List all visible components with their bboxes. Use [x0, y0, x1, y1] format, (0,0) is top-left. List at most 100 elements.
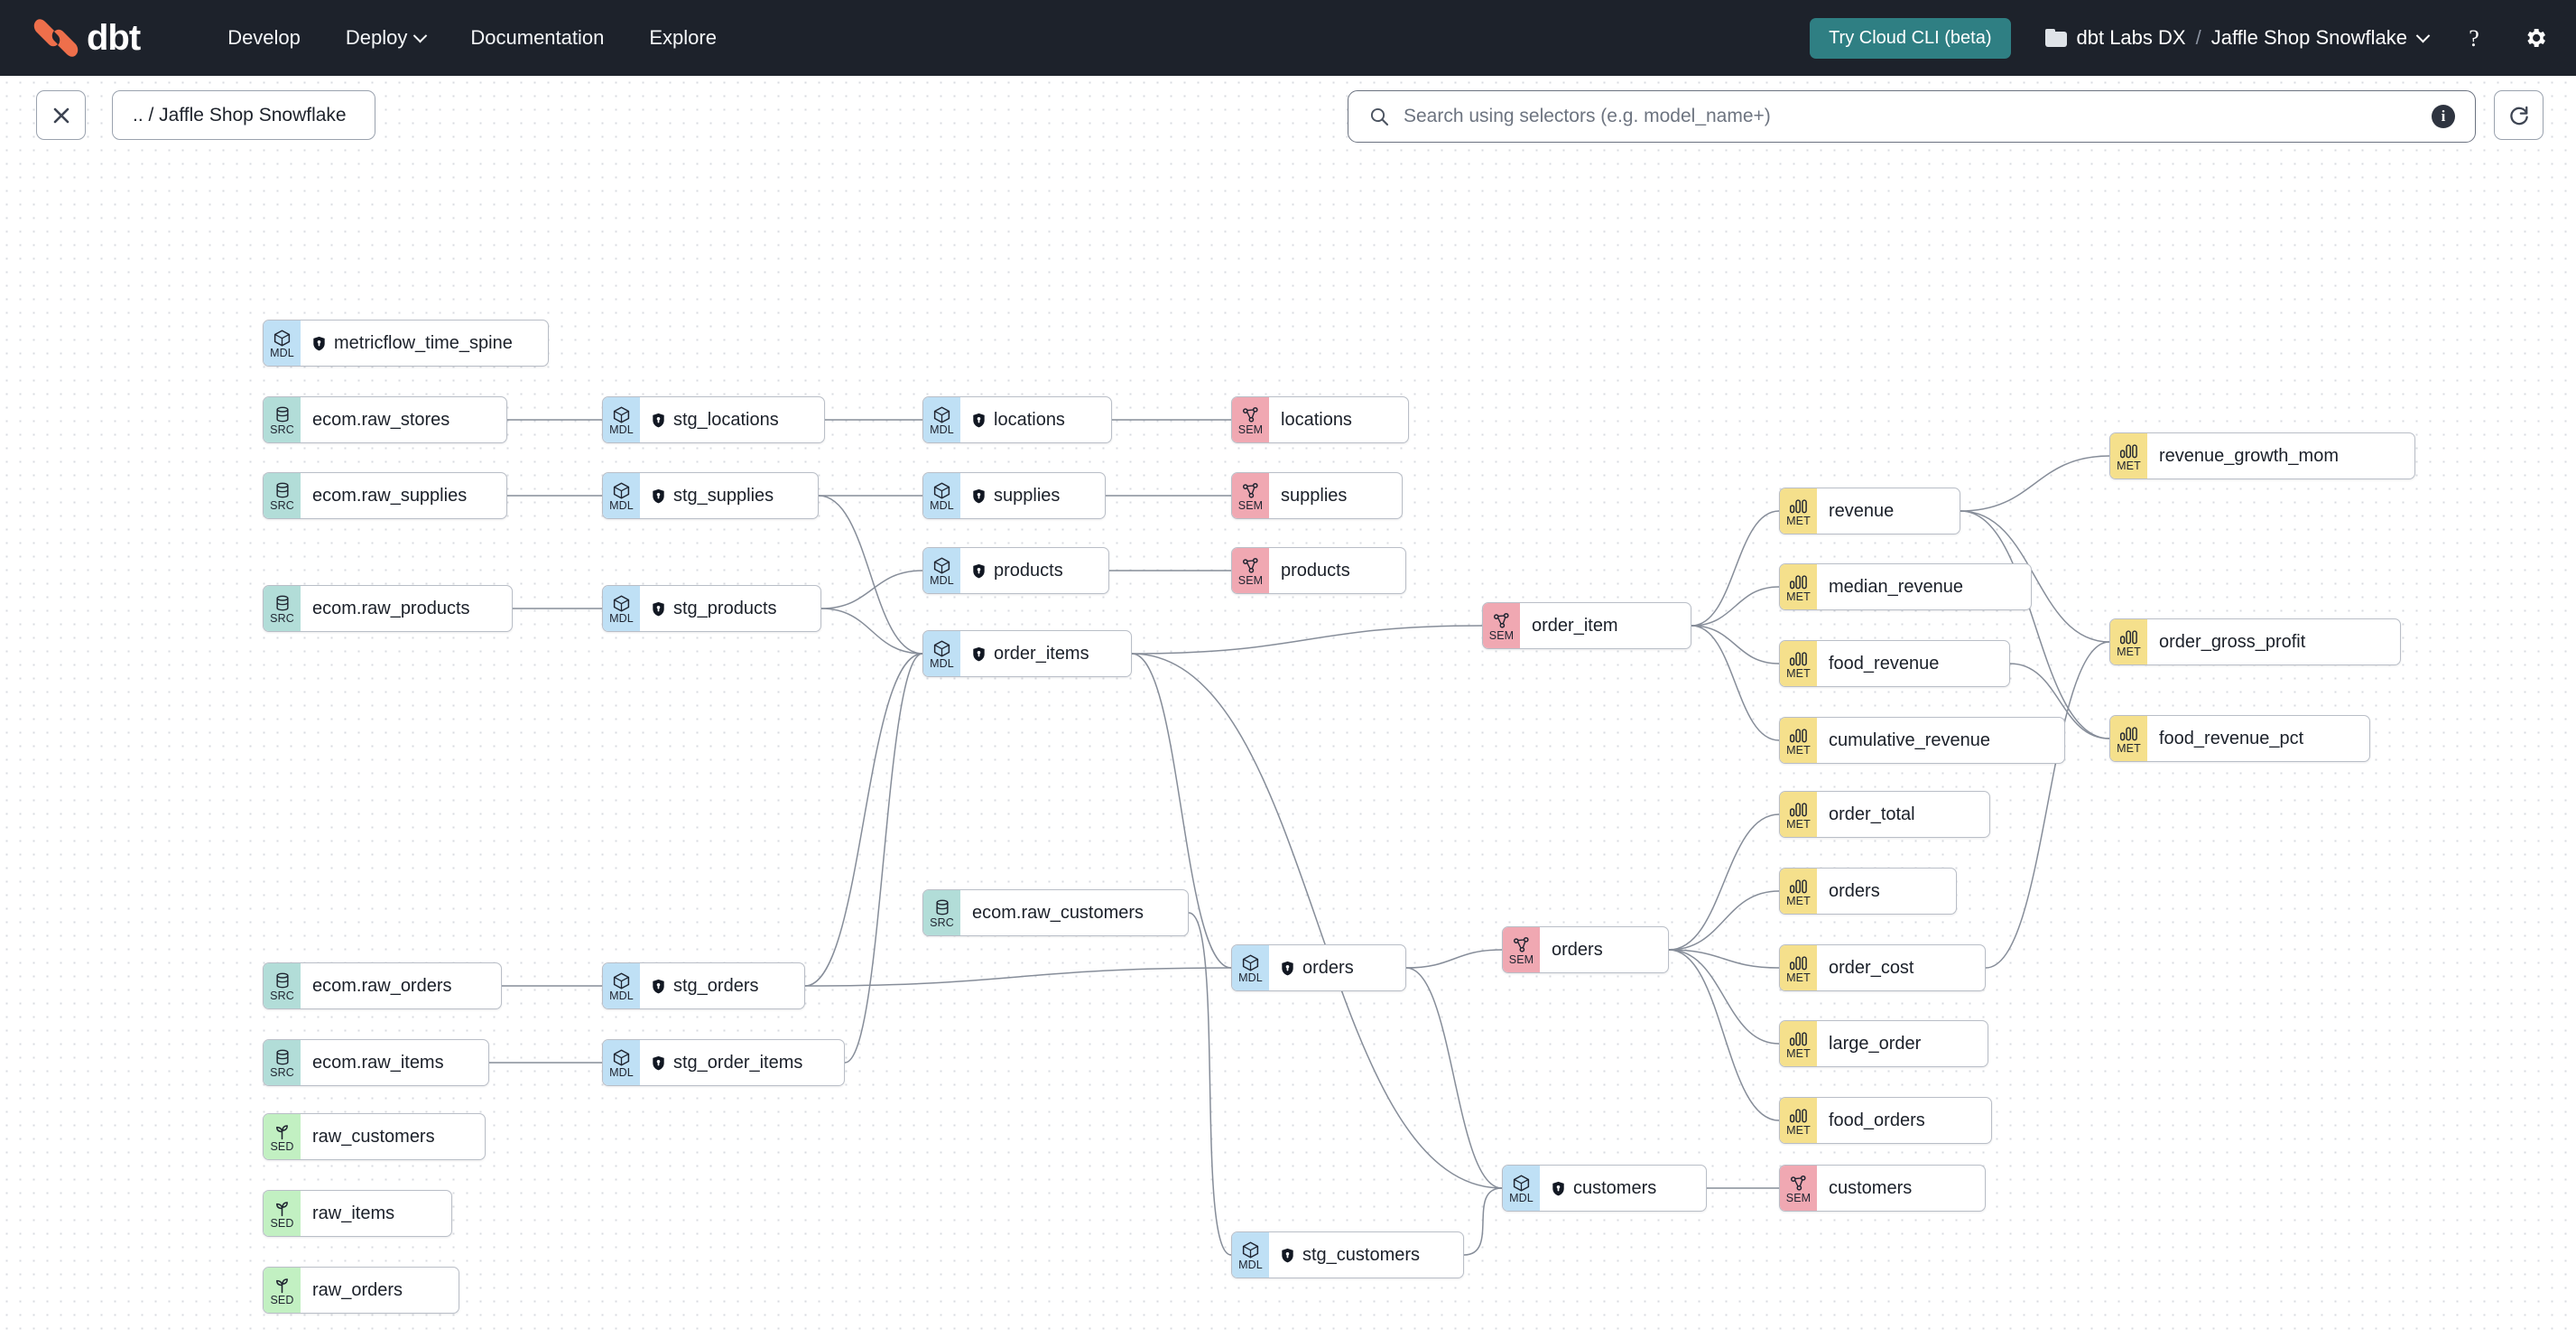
- node-type-badge-metric: MET: [2110, 716, 2147, 761]
- project-name: Jaffle Shop Snowflake: [2210, 26, 2407, 49]
- cube-icon: [612, 594, 631, 612]
- graph-edge: [1691, 586, 1780, 627]
- graph-breadcrumb[interactable]: .. / Jaffle Shop Snowflake: [112, 90, 375, 140]
- try-cloud-cli-button[interactable]: Try Cloud CLI (beta): [1810, 17, 2011, 59]
- node-label-wrap: supplies: [960, 473, 1074, 518]
- node-type-label: MDL: [1238, 1259, 1263, 1272]
- node-label: food_revenue_pct: [2159, 728, 2304, 748]
- graph-node-met-food-revenue-pct[interactable]: MET food_revenue_pct: [2109, 715, 2370, 762]
- graph-edge: [1463, 1187, 1503, 1256]
- node-type-badge-source: SRC: [264, 397, 301, 442]
- node-label: supplies: [994, 485, 1061, 506]
- node-type-badge-seed: SED: [264, 1191, 301, 1236]
- search-input[interactable]: [1404, 106, 2418, 127]
- node-type-badge-metric: MET: [1780, 945, 1817, 990]
- nav-link-deploy[interactable]: Deploy: [323, 17, 448, 59]
- info-icon[interactable]: i: [2432, 105, 2455, 128]
- folder-icon: [2044, 29, 2067, 47]
- node-label: ecom.raw_products: [312, 598, 470, 618]
- node-type-label: SEM: [1237, 423, 1264, 437]
- project-selector[interactable]: Jaffle Shop Snowflake: [2210, 26, 2431, 50]
- nav-link-explore[interactable]: Explore: [626, 17, 739, 59]
- node-label: orders: [1829, 880, 1880, 901]
- bar-chart-icon: [1789, 953, 1809, 971]
- dbt-logo[interactable]: dbt: [31, 17, 141, 59]
- refresh-button[interactable]: [2494, 90, 2544, 140]
- search-bar[interactable]: i: [1348, 90, 2476, 143]
- cube-icon: [612, 405, 631, 423]
- protected-shield-icon: [313, 336, 325, 350]
- node-type-label: MET: [2117, 646, 2141, 659]
- nav-link-explore-label: Explore: [649, 26, 717, 49]
- node-label-wrap: ecom.raw_customers: [960, 890, 1158, 935]
- graph-node-stg-order-items[interactable]: MDL stg_order_items: [602, 1039, 845, 1086]
- node-label: orders: [1552, 939, 1603, 960]
- node-label: stg_order_items: [673, 1052, 803, 1073]
- account-name[interactable]: dbt Labs DX: [2076, 26, 2186, 49]
- node-type-label: SEM: [1785, 1192, 1812, 1205]
- graph-edge: [804, 967, 1232, 987]
- breadcrumb-separator: /: [2195, 26, 2201, 49]
- nav-link-develop[interactable]: Develop: [205, 17, 323, 59]
- cube-icon: [612, 481, 631, 499]
- node-label-wrap: cumulative_revenue: [1817, 718, 2005, 763]
- gear-icon: [2527, 28, 2545, 48]
- close-graph-button[interactable]: [36, 90, 86, 140]
- help-button[interactable]: ?: [2459, 23, 2489, 53]
- cube-icon: [1241, 953, 1260, 971]
- protected-shield-icon: [1281, 961, 1294, 976]
- protected-shield-icon: [653, 488, 664, 503]
- protected-shield-icon: [653, 1055, 664, 1070]
- settings-button[interactable]: [2520, 23, 2551, 53]
- node-type-badge-semantic-model: SEM: [1232, 548, 1269, 593]
- node-type-badge-model: MDL: [603, 1040, 640, 1085]
- nav-link-documentation[interactable]: Documentation: [448, 17, 626, 59]
- node-type-label: MDL: [609, 990, 634, 1003]
- chevron-down-icon: [413, 28, 428, 42]
- node-label-wrap: large_order: [1817, 1021, 1935, 1066]
- dbt-logo-text: dbt: [87, 18, 141, 58]
- node-type-label: MET: [1786, 818, 1811, 832]
- graph-edge: [1131, 653, 1232, 969]
- graph-edge: [844, 653, 923, 1064]
